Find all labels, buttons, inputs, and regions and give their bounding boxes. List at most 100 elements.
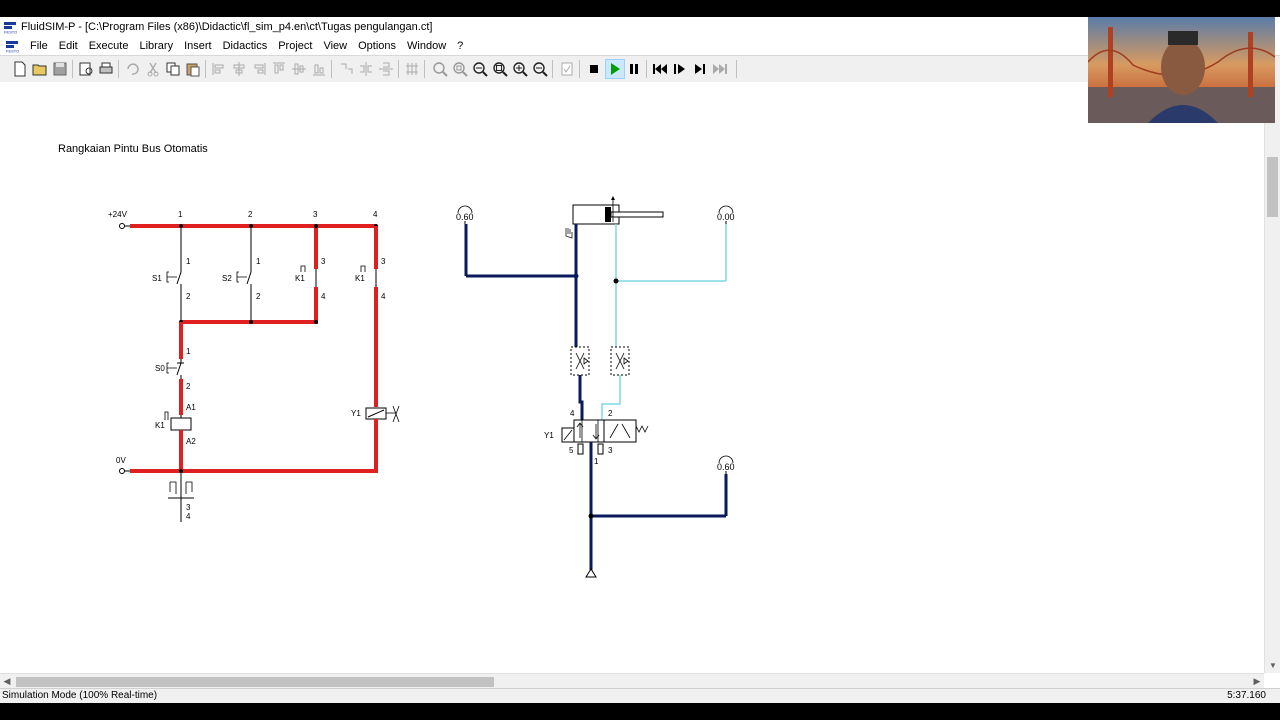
pause-button[interactable] xyxy=(625,60,643,78)
k1-holding-contact xyxy=(300,265,317,287)
mirror-button[interactable] xyxy=(357,60,375,78)
k1-relay-coil xyxy=(164,411,192,431)
align-left-button[interactable] xyxy=(210,60,228,78)
flow-control-valve-right[interactable] xyxy=(610,346,630,376)
circuit-diagram: Rangkaian Pintu Bus Otomatis +24V 1 2 3 … xyxy=(58,143,735,578)
contact-table-4: 4 xyxy=(186,512,191,521)
s2-contact-2: 2 xyxy=(256,292,261,301)
vertical-scrollbar[interactable]: ▲ ▼ xyxy=(1264,82,1280,673)
step-end-button[interactable] xyxy=(691,60,709,78)
s0-stop-pushbutton[interactable] xyxy=(166,359,184,379)
cut-button[interactable] xyxy=(144,60,162,78)
zoom-prev-button[interactable] xyxy=(491,60,509,78)
stop-button[interactable] xyxy=(585,60,603,78)
align-top-button[interactable] xyxy=(270,60,288,78)
menu-options[interactable]: Options xyxy=(358,40,397,52)
document-icon[interactable]: FESTO xyxy=(5,39,19,53)
rotate-icon xyxy=(341,63,353,74)
s1-label: S1 xyxy=(152,274,162,283)
flip-button[interactable] xyxy=(377,60,395,78)
undo-button[interactable] xyxy=(123,60,141,78)
print-preview-button[interactable] xyxy=(77,60,95,78)
s1-pushbutton[interactable] xyxy=(166,269,182,287)
zoom-fit-button[interactable] xyxy=(431,60,449,78)
print-preview-icon xyxy=(79,62,93,76)
menu-edit[interactable]: Edit xyxy=(58,40,78,52)
cut-icon xyxy=(147,62,159,77)
reset-button[interactable] xyxy=(651,60,669,78)
valve-y1-label: Y1 xyxy=(544,431,554,440)
zoom-out-button[interactable] xyxy=(531,60,549,78)
title-bar: FESTO FluidSIM-P - [C:\Program Files (x8… xyxy=(0,17,1280,37)
menu-didactics[interactable]: Didactics xyxy=(222,40,268,52)
s2-pushbutton[interactable] xyxy=(236,269,252,287)
rotate-button[interactable] xyxy=(337,60,355,78)
grid-button[interactable] xyxy=(403,60,421,78)
k1-a2-label: A2 xyxy=(186,437,196,446)
flow-control-valve-left[interactable] xyxy=(570,346,590,376)
fast-forward-icon xyxy=(713,64,727,74)
reset-icon xyxy=(653,64,667,74)
k1-valve-contact xyxy=(360,265,377,287)
flip-icon xyxy=(379,62,393,76)
fast-forward-button[interactable] xyxy=(711,60,729,78)
horizontal-scroll-thumb[interactable] xyxy=(16,677,494,687)
svg-text:FESTO: FESTO xyxy=(6,49,19,54)
double-acting-cylinder[interactable] xyxy=(572,196,664,225)
menu-help[interactable]: ? xyxy=(457,40,464,52)
bottom-letterbox xyxy=(0,703,1280,720)
horizontal-scrollbar[interactable]: ◀ ▶ xyxy=(0,673,1264,689)
junction xyxy=(613,278,619,284)
align-left-icon xyxy=(212,63,224,75)
rung-label-1: 1 xyxy=(178,210,183,219)
scroll-left-arrow-icon[interactable]: ◀ xyxy=(3,676,11,686)
fluidsim-window: FESTO FluidSIM-P - [C:\Program Files (x8… xyxy=(0,17,1280,704)
check-button[interactable] xyxy=(558,60,576,78)
circuit-canvas[interactable]: Rangkaian Pintu Bus Otomatis +24V 1 2 3 … xyxy=(0,82,1264,673)
menu-insert[interactable]: Insert xyxy=(184,40,212,52)
paste-button[interactable] xyxy=(184,60,202,78)
k1-contact-4: 4 xyxy=(321,292,326,301)
align-middle-button[interactable] xyxy=(290,60,308,78)
align-center-button[interactable] xyxy=(230,60,248,78)
align-bottom-button[interactable] xyxy=(310,60,328,78)
junction xyxy=(588,513,594,519)
k1-rung4-contact-3: 3 xyxy=(381,257,386,266)
s1-contact-1: 1 xyxy=(186,257,191,266)
new-button[interactable] xyxy=(11,60,29,78)
zoom-prev-icon xyxy=(493,62,508,77)
zoom-window-button[interactable] xyxy=(451,60,469,78)
s2-contact-1: 1 xyxy=(256,257,261,266)
menu-file[interactable]: File xyxy=(30,40,48,52)
menu-library[interactable]: Library xyxy=(139,40,174,52)
save-button[interactable] xyxy=(51,60,69,78)
align-top-icon xyxy=(273,62,285,74)
align-right-button[interactable] xyxy=(250,60,268,78)
scroll-down-arrow-icon[interactable]: ▼ xyxy=(1269,661,1277,670)
rung-label-4: 4 xyxy=(373,210,378,219)
zoom-out-icon xyxy=(533,62,548,77)
webcam-image xyxy=(1088,17,1275,123)
zoom-reset-button[interactable] xyxy=(471,60,489,78)
open-button[interactable] xyxy=(31,60,49,78)
menu-window[interactable]: Window xyxy=(407,40,447,52)
menu-project[interactable]: Project xyxy=(278,40,313,52)
vertical-scroll-thumb[interactable] xyxy=(1267,157,1278,217)
y1-5-2-solenoid-valve[interactable] xyxy=(561,419,649,443)
scroll-right-arrow-icon[interactable]: ▶ xyxy=(1253,676,1261,686)
copy-button[interactable] xyxy=(164,60,182,78)
port-3-label: 3 xyxy=(608,446,613,455)
toolbar xyxy=(0,55,1280,83)
menu-view[interactable]: View xyxy=(323,40,348,52)
menu-execute[interactable]: Execute xyxy=(88,40,129,52)
play-button[interactable] xyxy=(605,59,625,79)
junction xyxy=(249,224,253,228)
pressure-gauge-left xyxy=(457,205,473,224)
k1-contact-table xyxy=(168,473,194,522)
junction xyxy=(249,320,253,324)
print-button[interactable] xyxy=(97,60,115,78)
step-button[interactable] xyxy=(671,60,689,78)
align-right-icon xyxy=(254,63,266,75)
zoom-in-button[interactable] xyxy=(511,60,529,78)
junction xyxy=(179,224,183,228)
